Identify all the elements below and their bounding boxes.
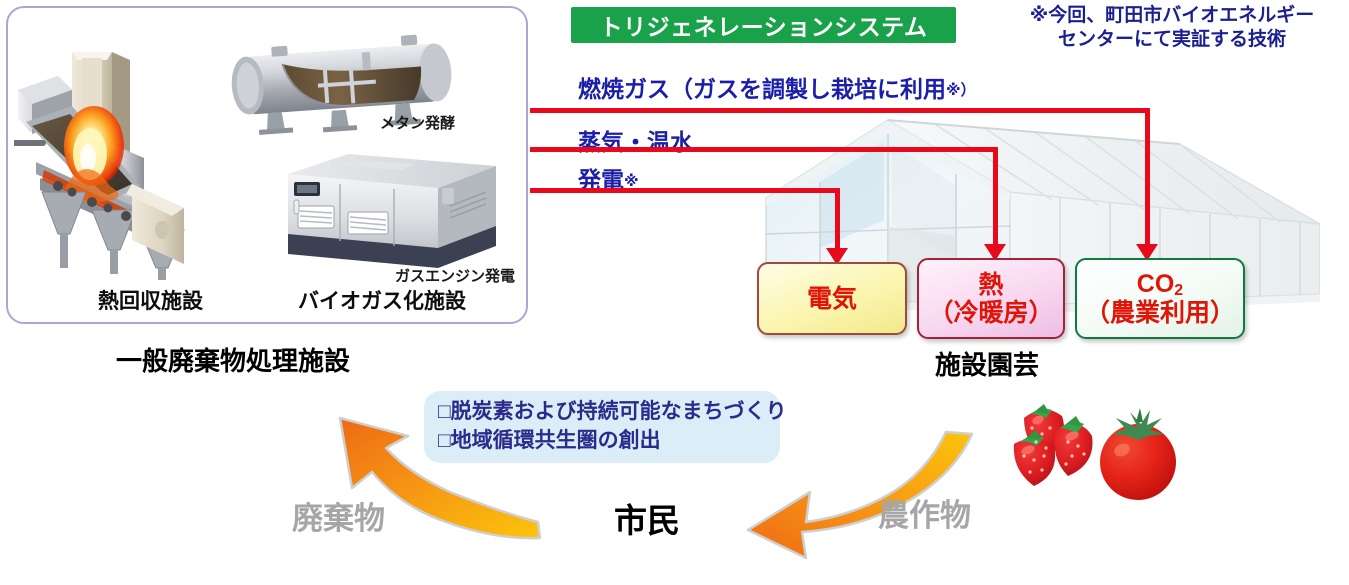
produce-illustration [1013, 404, 1176, 500]
note-line-1: ※今回、町田市バイオエネルギー [1029, 5, 1315, 26]
flue-gas-line-horizontal [530, 108, 1150, 113]
output-box-heat: 熱 （冷暖房） [917, 258, 1065, 339]
steam-line-horizontal [530, 147, 998, 152]
waste-facility-panel: メタン発酵 [6, 6, 528, 324]
flue-gas-flow-label: 燃焼ガス（ガスを調製し栽培に利用※） [578, 70, 976, 104]
gas-engine-generator-illustration [288, 154, 496, 268]
flue-gas-flow-text: 燃焼ガス（ガスを調製し栽培に利用 [578, 76, 946, 102]
incinerator-illustration [14, 52, 185, 280]
power-generation-flow-suffix: ※ [624, 173, 639, 190]
note-line-2: センターにて実証する技術 [1057, 29, 1286, 51]
flue-gas-flow-suffix: ※） [946, 82, 976, 99]
flue-gas-arrowhead [1136, 244, 1158, 261]
goal-line-2: □地域循環共生圏の創出 [438, 428, 661, 452]
output-electricity-label: 電気 [806, 284, 857, 313]
trigeneration-system-banner: トリジェネレーションシステム [571, 7, 956, 43]
steam-arrowhead [984, 244, 1006, 261]
output-box-electricity: 電気 [757, 262, 907, 335]
gas-engine-generation-label: ガスエンジン発電 [395, 268, 516, 285]
crops-flow-label: 農作物 [878, 498, 971, 533]
power-arrowhead [826, 248, 848, 265]
goal-line-1: □脱炭素および持続可能なまちづくり [438, 400, 787, 423]
crops-cycle-arrow [746, 430, 974, 560]
output-co2-label: CO2 [1136, 269, 1184, 299]
goals-callout: □脱炭素および持続可能なまちづくり □地域循環共生圏の創出 [424, 391, 787, 463]
output-box-co2: CO2 （農業利用） [1075, 258, 1245, 339]
heat-recovery-facility-label: 熱回収施設 [98, 290, 203, 313]
methane-digester-illustration [231, 34, 452, 135]
steam-line-vertical [993, 147, 998, 248]
waste-cycle-arrow [338, 416, 542, 540]
waste-flow-label: 廃棄物 [292, 501, 385, 536]
demonstration-note: ※今回、町田市バイオエネルギー センターにて実証する技術 [999, 4, 1345, 53]
citizens-label: 市民 [614, 502, 680, 539]
output-heat-label: 熱 [978, 270, 1004, 299]
general-waste-facility-caption: 一般廃棄物処理施設 [116, 346, 351, 376]
output-co2-sublabel: （農業利用） [1084, 299, 1235, 328]
power-line-vertical [835, 188, 840, 252]
methane-fermentation-label: メタン発酵 [380, 115, 456, 132]
power-line-horizontal [530, 188, 840, 193]
biogas-facility-label: バイオガス化施設 [298, 290, 466, 313]
greenhouse-caption: 施設園芸 [935, 350, 1040, 380]
output-heat-sublabel: （冷暖房） [928, 298, 1054, 327]
flue-gas-line-vertical [1145, 108, 1150, 248]
